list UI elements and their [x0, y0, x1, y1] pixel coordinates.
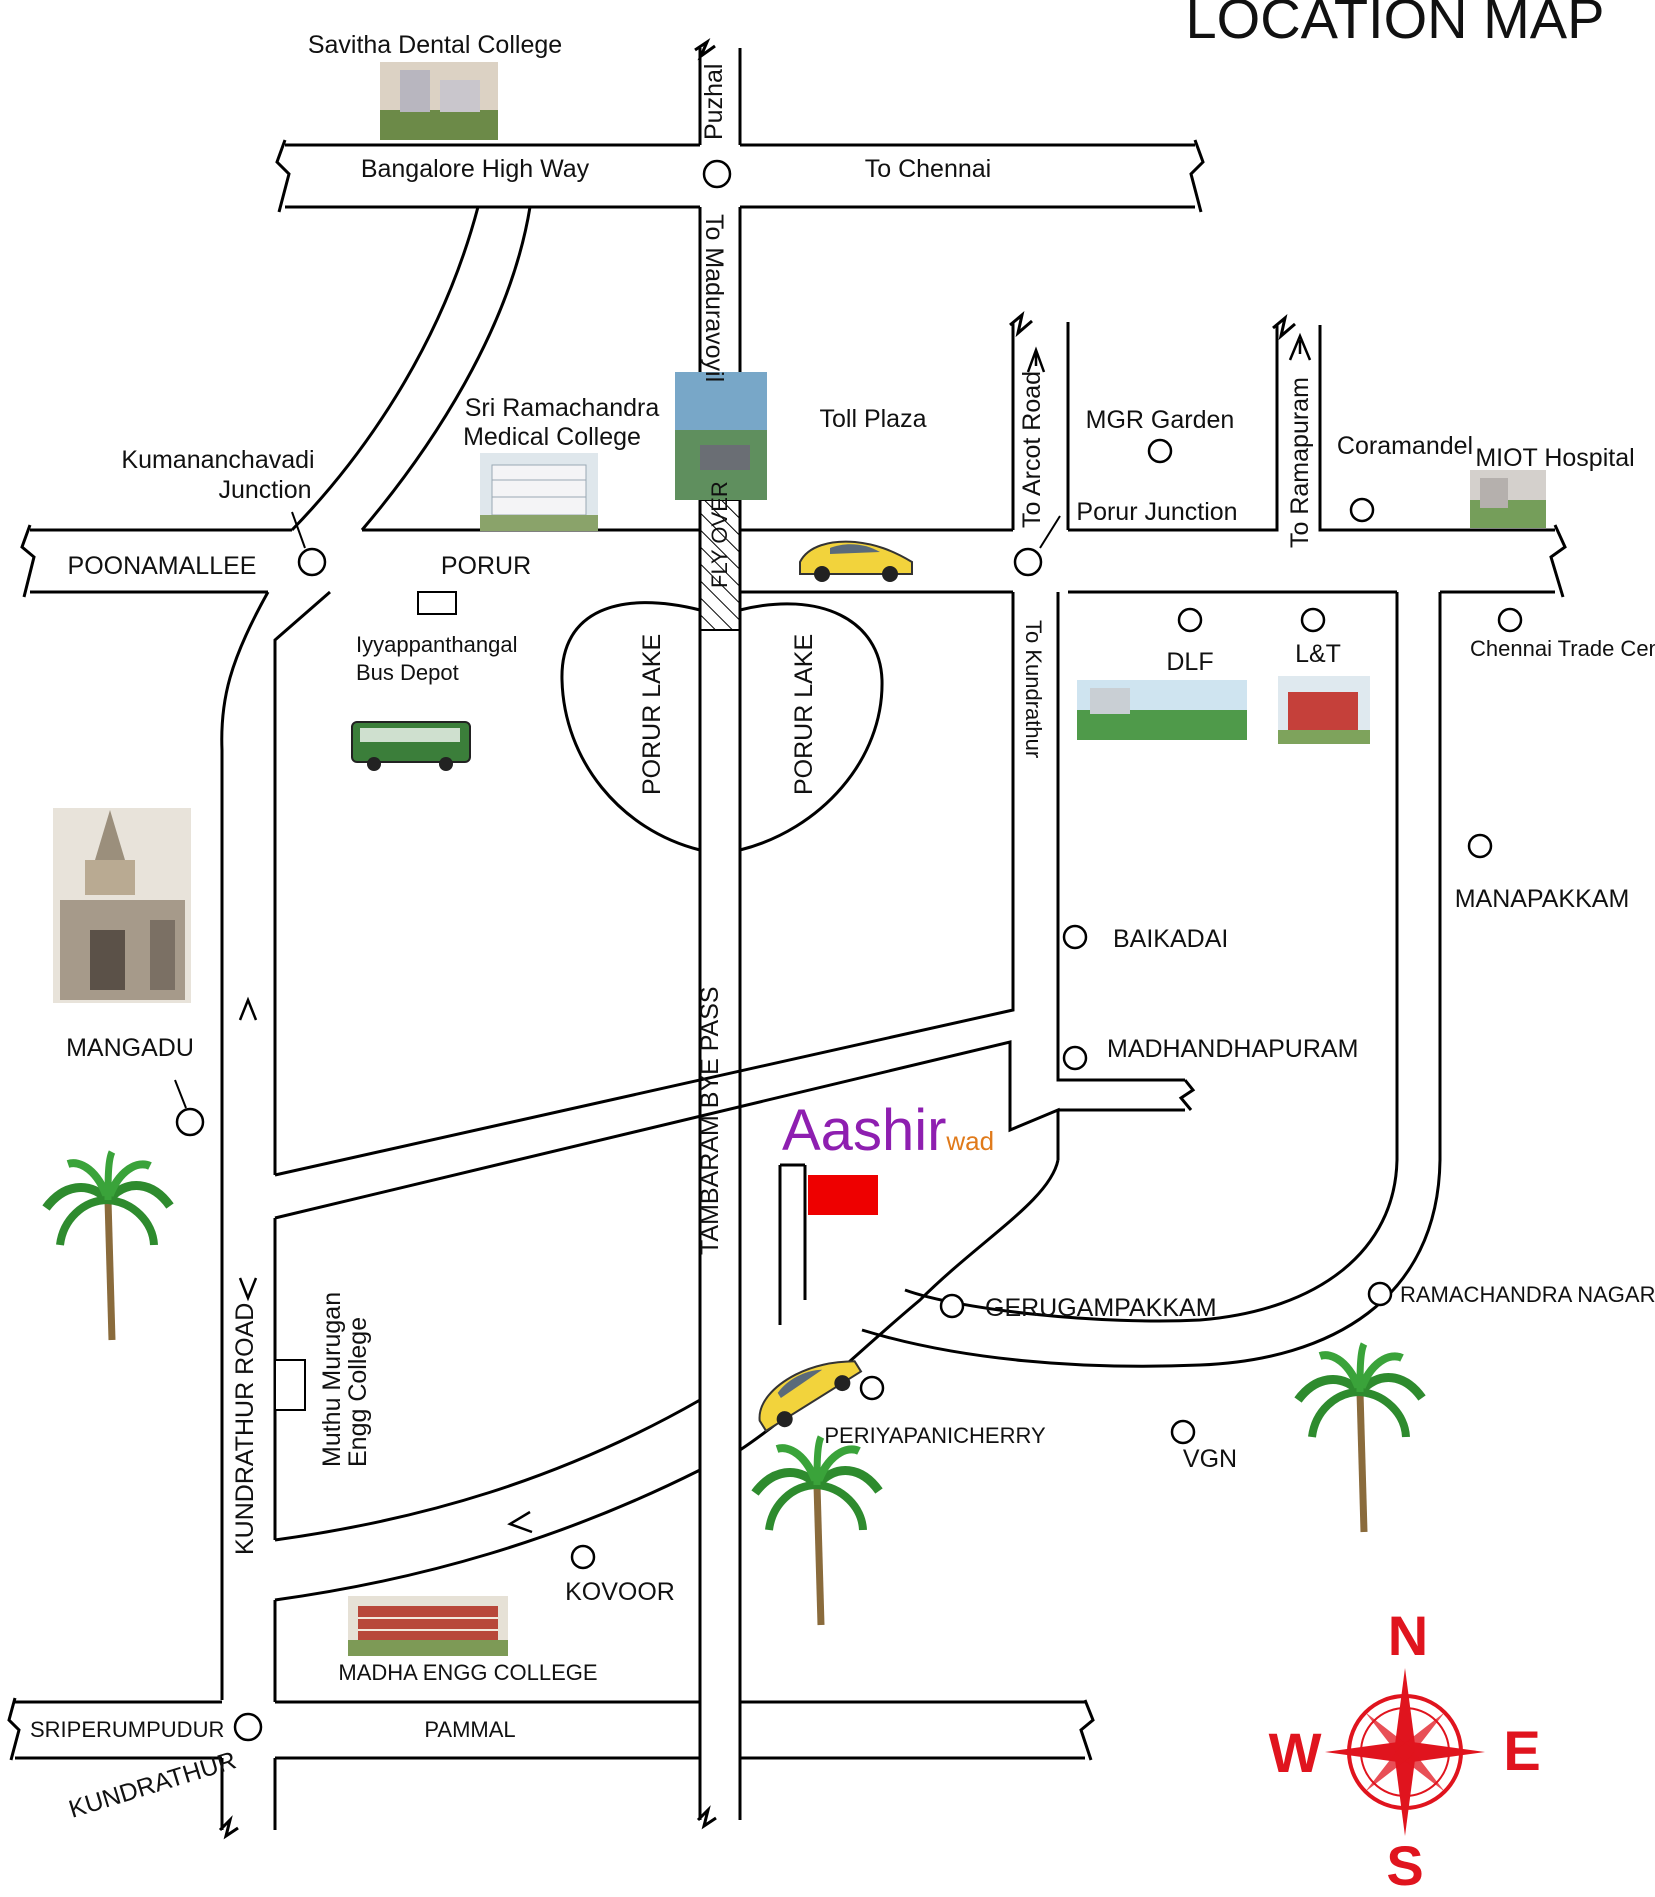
label-ramachandra-nagar: RAMACHANDRA NAGAR — [1400, 1282, 1655, 1307]
label-chennai-trade: Chennai Trade Cen — [1470, 636, 1655, 661]
brand-main: Aashir — [782, 1098, 946, 1163]
compass-south: S — [1386, 1834, 1423, 1897]
location-marker-icon — [297, 547, 327, 577]
label-pammal: PAMMAL — [424, 1717, 515, 1742]
label-bangalore-highway: Bangalore High Way — [361, 155, 590, 183]
location-marker-icon — [570, 1544, 596, 1570]
location-marker-icon — [1062, 924, 1088, 950]
label-coramandel: Coramandel — [1337, 432, 1473, 460]
label-sriperumpudur: SRIPERUMPUDUR — [30, 1717, 224, 1742]
label-to-kundrathur: To Kundrathur — [1021, 620, 1046, 758]
label-gerugampakkam: GERUGAMPAKKAM — [985, 1294, 1217, 1322]
map-title: LOCATION MAP — [1185, 0, 1604, 50]
palm-tree-icon — [755, 1437, 879, 1625]
location-marker-icon — [1349, 497, 1375, 523]
location-marker-icon — [1062, 1045, 1088, 1071]
label-porur-lake-right: PORUR LAKE — [790, 634, 818, 795]
flyover-hatch — [699, 499, 741, 631]
label-vgn: VGN — [1183, 1445, 1237, 1473]
label-mangadu: MANGADU — [66, 1034, 194, 1062]
label-fly-over: FLY OVER — [707, 481, 732, 588]
site-marker — [808, 1175, 878, 1215]
location-marker-icon — [1300, 607, 1326, 633]
label-muthu-murugan-1: Muthu Murugan — [318, 1292, 346, 1467]
label-madha: MADHA ENGG COLLEGE — [338, 1660, 597, 1685]
direction-arrow-icon — [238, 332, 1312, 1534]
label-madhandhapuram: MADHANDHAPURAM — [1107, 1035, 1358, 1063]
building-photo-icon — [380, 62, 498, 140]
label-miot: MIOT Hospital — [1475, 444, 1634, 472]
compass-east: E — [1503, 1719, 1540, 1782]
brand-logo: Aashirwad — [782, 1098, 994, 1163]
label-periyapanicherry: PERIYAPANICHERRY — [824, 1423, 1046, 1448]
label-kumanan-2: Junction — [218, 476, 311, 504]
label-puzhal: Puzhal — [700, 64, 728, 140]
building-photo-icon — [1077, 680, 1247, 740]
location-marker-icon — [1147, 438, 1173, 464]
label-dlf: DLF — [1166, 648, 1213, 676]
college-box — [274, 1359, 306, 1411]
label-tambaram-bye-pass: TAMBARAM BYE PASS — [696, 986, 724, 1255]
car-icon — [799, 540, 913, 583]
label-sri-ramachandra-1: Sri Ramachandra — [465, 394, 660, 422]
label-manapakkam: MANAPAKKAM — [1455, 885, 1630, 913]
palm-tree-icon — [46, 1152, 170, 1340]
palm-tree-icon — [1298, 1344, 1422, 1532]
location-marker-icon — [1497, 607, 1523, 633]
bus-icon — [351, 721, 471, 771]
location-marker-icon — [859, 1375, 885, 1401]
location-marker-icon — [1367, 1281, 1393, 1307]
roads — [7, 37, 1567, 1840]
label-kovoor: KOVOOR — [565, 1578, 675, 1606]
building-photo-icon — [348, 1596, 508, 1656]
label-lt: L&T — [1295, 640, 1341, 668]
building-photo-icon — [1470, 470, 1546, 528]
label-porur: PORUR — [441, 552, 531, 580]
label-to-arcot-road: To Arcot Road — [1018, 371, 1046, 528]
location-marker-icon — [233, 1712, 263, 1742]
building-photo-icon — [675, 372, 767, 500]
label-to-chennai: To Chennai — [865, 155, 991, 183]
location-marker-icon — [702, 159, 732, 189]
map-labels: Savitha Dental College Bangalore High Wa… — [30, 31, 1655, 1824]
building-photo-icon — [1278, 676, 1370, 744]
junction-markers — [174, 159, 1523, 1742]
location-marker-icon — [1177, 607, 1203, 633]
location-marker-icon — [1170, 1419, 1196, 1445]
label-porur-junction: Porur Junction — [1076, 498, 1237, 526]
compass-north: N — [1388, 1604, 1428, 1667]
building-photos — [348, 62, 1546, 1656]
location-marker-icon — [1467, 833, 1493, 859]
label-poonamallee: POONAMALLEE — [68, 552, 257, 580]
location-marker-icon — [1013, 547, 1043, 577]
location-marker-icon — [175, 1107, 205, 1137]
brand-suffix: wad — [945, 1126, 994, 1156]
label-to-maduravoyil: To Maduravoyil — [700, 214, 728, 382]
label-toll-plaza: Toll Plaza — [820, 405, 927, 433]
location-marker-icon — [939, 1293, 965, 1319]
label-savitha: Savitha Dental College — [308, 31, 562, 59]
label-kundrathur-road: KUNDRATHUR ROAD — [231, 1303, 259, 1555]
label-baikadai: BAIKADAI — [1113, 925, 1228, 953]
bus-depot-box — [417, 591, 457, 615]
building-photo-icon — [480, 453, 598, 531]
label-iyyappan-2: Bus Depot — [356, 660, 459, 685]
compass-west: W — [1269, 1721, 1322, 1784]
label-iyyappan-1: Iyyappanthangal — [356, 632, 517, 657]
label-muthu-murugan-2: Engg College — [344, 1317, 372, 1467]
label-mgr-garden: MGR Garden — [1086, 406, 1235, 434]
temple-icon — [53, 808, 191, 1003]
label-sri-ramachandra-2: Medical College — [463, 423, 641, 451]
label-porur-lake-left: PORUR LAKE — [638, 634, 666, 795]
compass-rose-icon — [1325, 1668, 1485, 1836]
label-to-ramapuram: To Ramapuram — [1286, 377, 1314, 548]
label-kumanan-1: Kumananchavadi — [121, 446, 314, 474]
